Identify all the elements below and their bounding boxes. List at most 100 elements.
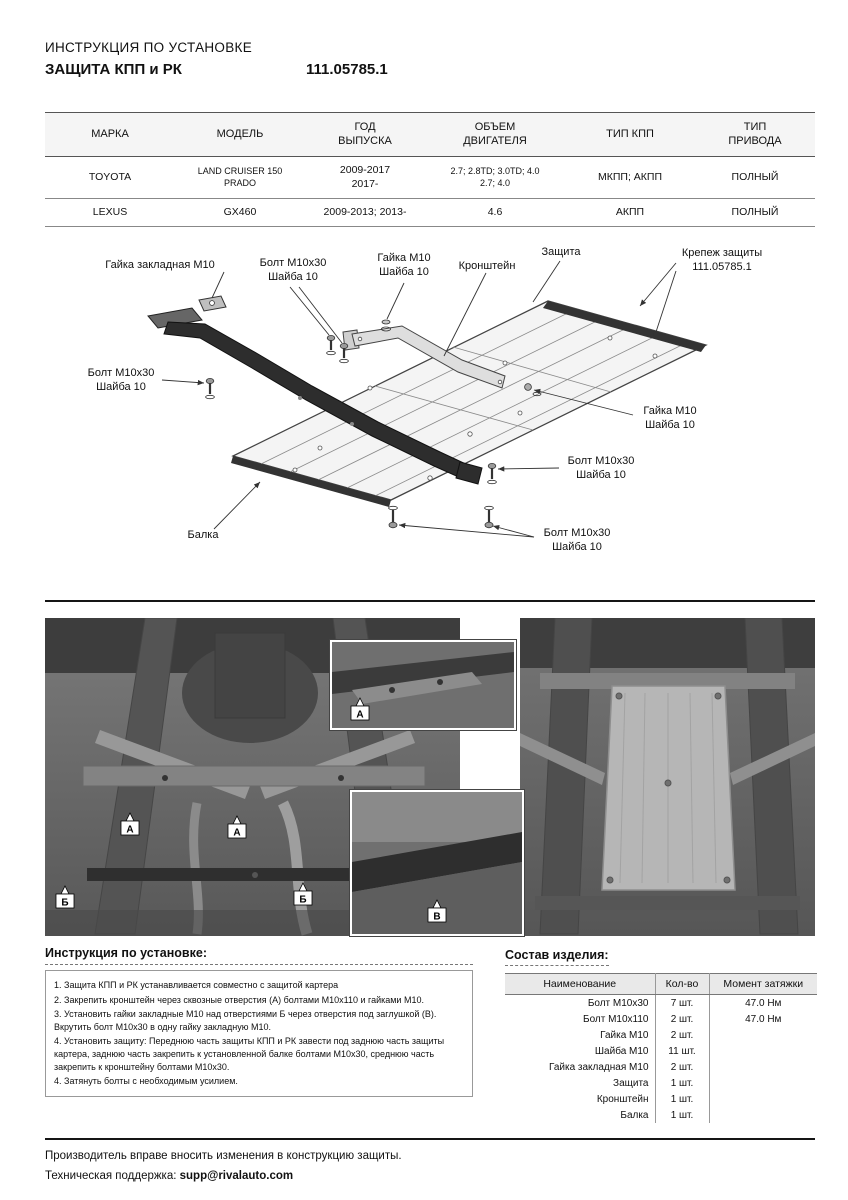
leader-lines — [161, 260, 677, 538]
diagram-label: Болт М10х30 Шайба 10 — [87, 367, 155, 394]
col-brand: МАРКА — [45, 112, 175, 157]
beam-drawing — [147, 307, 483, 485]
exploded-diagram: Гайка закладная М10 Болт М10х30 Шайба 10… — [0, 238, 848, 600]
support-email[interactable]: supp@rivalauto.com — [179, 1170, 294, 1182]
diagram-label: Крепеж защиты 111.05785.1 — [681, 247, 763, 274]
parts-row: Кронштейн 1 шт. — [505, 1091, 817, 1107]
part-name: Гайка М10 — [505, 1027, 656, 1043]
svg-text:В: В — [433, 912, 440, 923]
part-qty: 7 шт. — [655, 994, 710, 1011]
parts-row: Болт М10х30 7 шт. 47.0 Нм — [505, 994, 817, 1011]
instructions-section: Инструкция по установке: 1. Защита КПП и… — [45, 946, 473, 1097]
part-qty: 1 шт. — [655, 1107, 710, 1123]
col-engine: ОБЪЕМ ДВИГАТЕЛЯ — [425, 112, 565, 157]
col-part-name: Наименование — [505, 973, 656, 995]
table-row: LEXUS GX460 2009-2013; 2013- 4.6 АКПП ПО… — [45, 198, 815, 227]
bolt-drawing — [388, 505, 398, 529]
cell-brand: LEXUS — [45, 198, 175, 227]
cell-engine: 2.7; 2.8TD; 3.0TD; 4.0 2.7; 4.0 — [425, 156, 565, 199]
parts-section: Состав изделия: Наименование Кол-во Моме… — [505, 946, 817, 1123]
bolt-drawing — [484, 505, 494, 529]
cell-model: LAND CRUISER 150 PRADO — [175, 156, 305, 199]
part-qty: 1 шт. — [655, 1075, 710, 1091]
part-number: 111.05785.1 — [306, 61, 388, 78]
part-torque — [709, 1043, 817, 1059]
bolt-drawing — [487, 462, 497, 485]
part-torque — [709, 1027, 817, 1043]
part-torque — [709, 1091, 817, 1107]
part-name: Шайба М10 — [505, 1043, 656, 1059]
bolt-drawing — [326, 335, 349, 364]
diagram-label: Гайка М10 Шайба 10 — [643, 405, 697, 432]
instructions-title: Инструкция по установке: — [45, 946, 473, 965]
inset-detail-v: В — [350, 790, 524, 936]
table-row: TOYOTA LAND CRUISER 150 PRADO 2009-2017 … — [45, 156, 815, 199]
cell-gearbox: МКПП; АКПП — [565, 156, 695, 199]
diagram-label: Болт М10х30 Шайба 10 — [259, 257, 327, 284]
part-torque: 47.0 Нм — [745, 1013, 782, 1025]
fitment-table: МАРКА МОДЕЛЬ ГОД ВЫПУСКА ОБЪЕМ ДВИГАТЕЛЯ… — [45, 112, 815, 227]
bolt-drawing — [205, 377, 215, 400]
svg-text:А: А — [356, 710, 363, 721]
parts-row: Болт М10х110 2 шт. 47.0 Нм — [505, 1011, 817, 1027]
nut-washer-drawing — [380, 319, 391, 332]
manufacturer-note: Производитель вправе вносить изменения в… — [45, 1150, 402, 1162]
col-drive: ТИП ПРИВОДА — [695, 112, 815, 157]
col-part-qty: Кол-во — [655, 973, 710, 995]
svg-text:Б: Б — [61, 898, 68, 909]
cell-model: GX460 — [175, 198, 305, 227]
instructions-steps: 1. Защита КПП и РК устанавливается совме… — [45, 970, 473, 1097]
parts-table: Наименование Кол-во Момент затяжки Болт … — [505, 973, 817, 1123]
callout-b-marker: Б — [55, 885, 75, 909]
parts-title: Состав изделия: — [505, 948, 609, 966]
cell-brand: TOYOTA — [45, 156, 175, 199]
diagram-label: Гайка М10 Шайба 10 — [377, 252, 431, 279]
col-years: ГОД ВЫПУСКА — [305, 112, 425, 157]
part-torque: 47.0 Нм — [745, 997, 782, 1009]
part-torque — [709, 1075, 817, 1091]
callout-a-marker: А — [227, 815, 247, 839]
cell-engine: 4.6 — [425, 198, 565, 227]
diagram-label: Болт М10х30 Шайба 10 — [543, 527, 611, 554]
footer-divider — [45, 1138, 815, 1140]
part-qty: 2 шт. — [655, 1011, 710, 1027]
svg-text:Б: Б — [299, 895, 306, 906]
callout-v-marker: В — [427, 899, 447, 923]
parts-header-row: Наименование Кол-во Момент затяжки — [505, 973, 817, 995]
fitment-header-row: МАРКА МОДЕЛЬ ГОД ВЫПУСКА ОБЪЕМ ДВИГАТЕЛЯ… — [45, 112, 815, 157]
part-qty: 1 шт. — [655, 1091, 710, 1107]
instruction-step: 4. Установить защиту: Переднюю часть защ… — [54, 1036, 445, 1072]
cell-gearbox: АКПП — [565, 198, 695, 227]
part-name: Болт М10х110 — [505, 1011, 656, 1027]
diagram-label: Балка — [187, 529, 219, 541]
inset-detail-a: А — [330, 640, 516, 730]
part-qty: 2 шт. — [655, 1027, 710, 1043]
parts-row: Гайка М10 2 шт. — [505, 1027, 817, 1043]
section-divider — [45, 600, 815, 602]
cell-years: 2009-2017 2017- — [305, 156, 425, 199]
part-name: Кронштейн — [505, 1091, 656, 1107]
part-name: Защита — [505, 1075, 656, 1091]
col-part-torque: Момент затяжки — [709, 973, 817, 995]
part-torque — [709, 1059, 817, 1075]
part-qty: 11 шт. — [655, 1043, 710, 1059]
instruction-step: 4. Затянуть болты с необходимым усилием. — [54, 1076, 238, 1087]
instruction-step: 3. Установить гайки закладные М10 над от… — [54, 1009, 437, 1032]
cell-drive: ПОЛНЫЙ — [695, 198, 815, 227]
svg-text:А: А — [126, 825, 133, 836]
parts-row: Гайка закладная М10 2 шт. — [505, 1059, 817, 1075]
callout-a-marker: А — [120, 812, 140, 836]
part-name: Балка — [505, 1107, 656, 1123]
installation-photos: А А Б Б — [0, 612, 848, 944]
shield-plate-drawing — [231, 300, 708, 507]
exploded-diagram-drawing — [147, 260, 708, 538]
diagram-label: Кронштейн — [458, 260, 516, 272]
instruction-step: 2. Закрепить кронштейн через сквозные от… — [54, 994, 424, 1005]
product-title: ЗАЩИТА КПП и РК — [45, 61, 182, 78]
parts-row: Балка 1 шт. — [505, 1107, 817, 1123]
callout-b-marker: Б — [293, 882, 313, 906]
instruction-step: 1. Защита КПП и РК устанавливается совме… — [54, 980, 339, 990]
part-name: Болт М10х30 — [505, 994, 656, 1011]
document-title: ИНСТРУКЦИЯ ПО УСТАНОВКЕ — [45, 40, 252, 55]
part-torque — [709, 1107, 817, 1123]
